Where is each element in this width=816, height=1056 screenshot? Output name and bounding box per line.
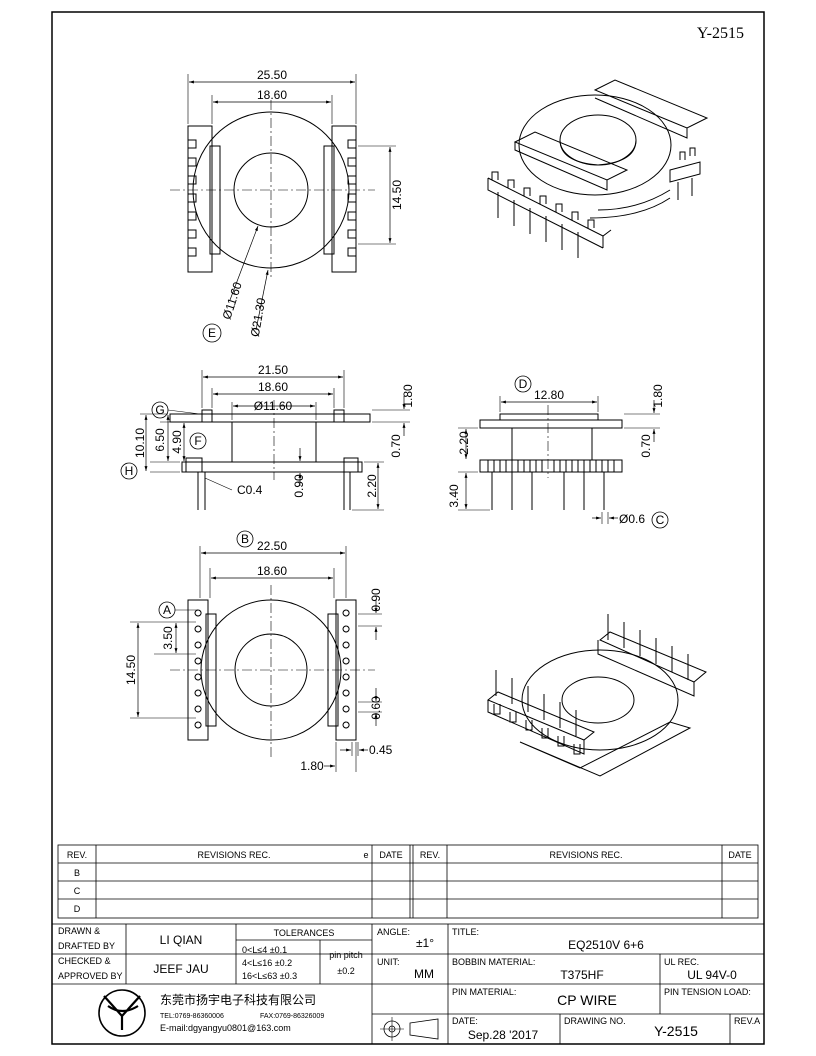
top-height: 14.50: [390, 180, 404, 210]
front-hole-diameter: Ø11.60: [254, 399, 293, 413]
ref-label-e: E: [208, 326, 216, 340]
unit-value: MM: [414, 967, 434, 981]
top-hole-diameter: Ø11.60: [220, 280, 245, 321]
date-value: Sep.28 '2017: [468, 1028, 539, 1042]
bobbin-material: T375HF: [560, 968, 603, 982]
ref-label-g: G: [155, 403, 164, 417]
bottom-height: 14.50: [124, 655, 138, 685]
title-value: EQ2510V 6+6: [568, 938, 644, 952]
ref-label-d: D: [519, 377, 528, 391]
front-bottom-flange: 0.90: [292, 474, 306, 498]
front-inner-width: 18.60: [258, 380, 288, 394]
tolerances-label: TOLERANCES: [274, 928, 335, 938]
front-top-flange: 1.80: [401, 384, 415, 408]
drawn-label-2: DRAFTED BY: [58, 941, 115, 951]
bobbin-material-label: BOBBIN MATERIAL:: [452, 957, 535, 967]
bottom-side-width: 1.80: [300, 759, 324, 773]
checked-label-2: APPROVED BY: [58, 971, 123, 981]
date-header-left: DATE: [379, 850, 402, 860]
pin-tension-label: PIN TENSION LOAD:: [664, 987, 751, 997]
isometric-view-top: [487, 79, 709, 258]
drawing-no-label: DRAWING NO.: [564, 1016, 626, 1026]
side-pin-length: 3.40: [447, 484, 461, 508]
bottom-slot-width: 0.60: [369, 696, 383, 720]
side-pin-diameter: Ø0.6: [619, 512, 645, 526]
drawn-by: LI QIAN: [160, 933, 203, 947]
date-label: DATE:: [452, 1016, 478, 1026]
pin-pitch-tolerance: ±0.2: [337, 966, 354, 976]
company-tel: TEL:0769-86360006: [160, 1013, 224, 1020]
drawing-no: Y-2515: [654, 1023, 698, 1039]
front-chamfer: C0.4: [237, 483, 263, 497]
side-width: 12.80: [534, 388, 564, 402]
checked-label-1: CHECKED &: [58, 956, 111, 966]
top-outer-diameter: Ø21.30: [248, 296, 269, 338]
company-fax: FAX:0769-86326009: [260, 1013, 324, 1020]
title-block: [51, 923, 765, 1045]
ref-label-f: F: [194, 434, 201, 448]
pin-material-label: PIN MATERIAL:: [452, 987, 516, 997]
tolerance-1: 0<L≤4 ±0.1: [242, 945, 287, 955]
drawn-label-1: DRAWN &: [58, 926, 100, 936]
bottom-overall-width: 22.50: [257, 539, 287, 553]
ref-label-h: H: [125, 464, 134, 478]
unit-label: UNIT:: [377, 957, 400, 967]
company-name: 东莞市扬宇电子科技有限公司: [160, 992, 316, 1007]
checked-by: JEEF JAU: [153, 962, 208, 976]
ref-label-c: C: [656, 513, 665, 527]
front-flange-gap: 0.70: [389, 434, 403, 458]
rev-row-d: D: [74, 904, 81, 914]
header-drawing-number: Y-2515: [697, 25, 744, 42]
ref-label-b: B: [241, 532, 249, 546]
revisions-header-left: REVISIONS REC.: [197, 850, 270, 860]
angle-label: ANGLE:: [377, 927, 410, 937]
side-top-flange: 1.80: [651, 384, 665, 408]
bottom-slot-gap: 0.45: [369, 743, 393, 757]
front-height-inner: 4.90: [170, 430, 184, 454]
bottom-pin-pitch: 3.50: [161, 626, 175, 650]
pin-pitch-label: pin pitch: [329, 950, 363, 960]
company-email: E-mail:dgyangyu0801@163.com: [160, 1023, 291, 1033]
angle-value: ±1°: [416, 936, 434, 950]
front-pin-length: 2.20: [365, 474, 379, 498]
top-inner-width: 18.60: [257, 88, 287, 102]
bottom-inner-width: 18.60: [257, 564, 287, 578]
front-view: [120, 370, 410, 511]
front-overall-width: 21.50: [258, 363, 288, 377]
rev-label: REV.A: [734, 1016, 760, 1026]
rev-header-right: REV.: [420, 850, 440, 860]
revisions-table: [57, 844, 759, 919]
rev-header-left: REV.: [67, 850, 87, 860]
title-label: TITLE:: [452, 927, 479, 937]
tolerance-2: 4<L≤16 ±0.2: [242, 958, 292, 968]
revisions-header-right: REVISIONS REC.: [549, 850, 622, 860]
front-height-total: 10.10: [133, 428, 147, 458]
top-view: [170, 74, 396, 343]
front-height-upper: 6.50: [153, 428, 167, 452]
tolerance-3: 16<L≤63 ±0.3: [242, 971, 297, 981]
date-header-right: DATE: [728, 850, 751, 860]
top-overall-width: 25.50: [257, 68, 287, 82]
bottom-view: [130, 530, 382, 772]
bottom-top-gap: 0.90: [369, 588, 383, 612]
side-view: [458, 375, 669, 529]
side-flange-gap: 0.70: [639, 434, 653, 458]
mark-header-left: e: [363, 850, 368, 860]
rev-row-b: B: [74, 868, 80, 878]
rev-row-c: C: [74, 886, 81, 896]
sheet-border: [51, 11, 765, 1045]
ul-rec-label: UL REC.: [664, 957, 699, 967]
ul-rec: UL 94V-0: [687, 968, 737, 982]
ref-label-a: A: [163, 603, 171, 617]
pin-material: CP WIRE: [557, 992, 617, 1008]
side-pin-height: 2.20: [457, 431, 471, 455]
isometric-view-bottom: [487, 614, 707, 777]
